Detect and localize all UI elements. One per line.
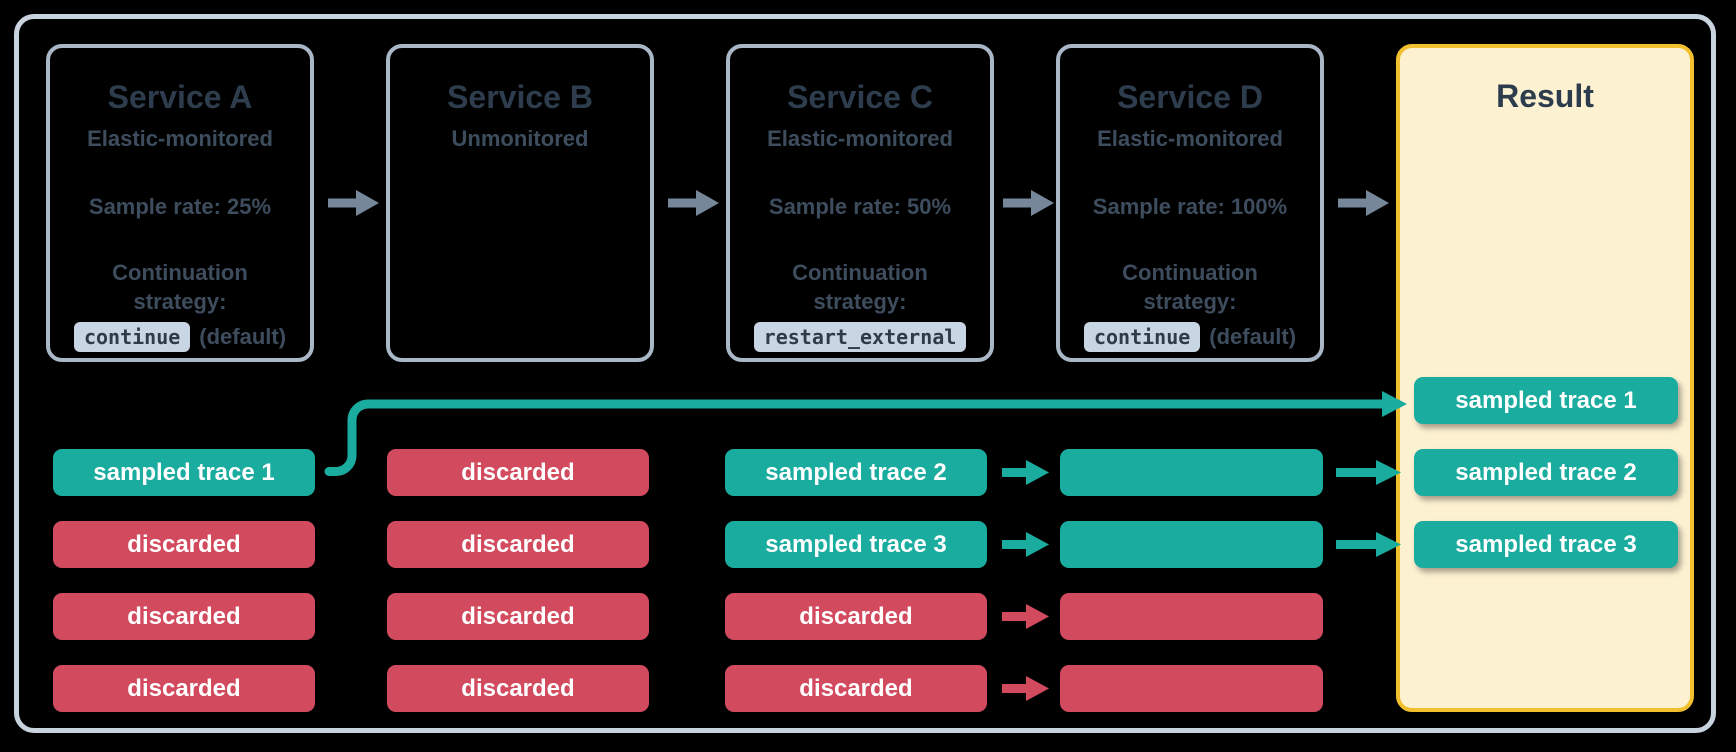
trace-chip: discarded [387, 665, 649, 712]
result-trace-chip: sampled trace 2 [1414, 449, 1678, 496]
diagram-frame [14, 14, 1716, 733]
result-trace-chip: sampled trace 3 [1414, 521, 1678, 568]
service-a-subtitle: Elastic-monitored [87, 126, 273, 152]
service-c-strategy-row: restart_external [753, 322, 967, 353]
trace-chip: discarded [53, 521, 315, 568]
service-d-sample-rate: Sample rate: 100% [1092, 194, 1288, 220]
trace-chip: discarded [387, 593, 649, 640]
service-a-title: Service A [107, 79, 253, 115]
service-d-title: Service D [1117, 79, 1263, 115]
service-c-strategy-code: restart_external [753, 322, 967, 353]
trace-chip: discarded [53, 665, 315, 712]
trace-chip: sampled trace 1 [53, 449, 315, 496]
service-a-sample-rate: Sample rate: 25% [88, 194, 272, 220]
trace-chip: sampled trace 2 [725, 449, 987, 496]
result-title: Result [1496, 78, 1594, 114]
service-b-subtitle: Unmonitored [451, 126, 589, 152]
service-d-card: Service D Elastic-monitored Sample rate:… [1056, 44, 1324, 362]
trace-chip [1060, 593, 1323, 640]
trace-chip [1060, 665, 1323, 712]
trace-chip: discarded [53, 593, 315, 640]
trace-chip [1060, 521, 1323, 568]
service-c-sample-rate: Sample rate: 50% [768, 194, 952, 220]
service-a-continuation-label: Continuation strategy: [112, 260, 248, 315]
trace-chip: discarded [725, 665, 987, 712]
service-c-card: Service C Elastic-monitored Sample rate:… [726, 44, 994, 362]
service-a-strategy-row: continue (default) [73, 322, 287, 353]
service-a-strategy-suffix: (default) [199, 324, 287, 350]
service-d-strategy-code: continue [1083, 322, 1201, 353]
service-b-card: Service B Unmonitored [386, 44, 654, 362]
service-c-title: Service C [787, 79, 933, 115]
service-c-continuation-label: Continuation strategy: [792, 260, 928, 315]
service-d-strategy-suffix: (default) [1209, 324, 1297, 350]
trace-chip: discarded [725, 593, 987, 640]
trace-chip: sampled trace 3 [725, 521, 987, 568]
result-trace-chip: sampled trace 1 [1414, 377, 1678, 424]
trace-chip: discarded [387, 521, 649, 568]
service-a-card: Service A Elastic-monitored Sample rate:… [46, 44, 314, 362]
trace-chip [1060, 449, 1323, 496]
service-d-continuation-label: Continuation strategy: [1122, 260, 1258, 315]
service-b-title: Service B [447, 79, 593, 115]
service-d-subtitle: Elastic-monitored [1097, 126, 1283, 152]
service-c-subtitle: Elastic-monitored [767, 126, 953, 152]
trace-chip: discarded [387, 449, 649, 496]
service-d-strategy-row: continue (default) [1083, 322, 1297, 353]
service-a-strategy-code: continue [73, 322, 191, 353]
